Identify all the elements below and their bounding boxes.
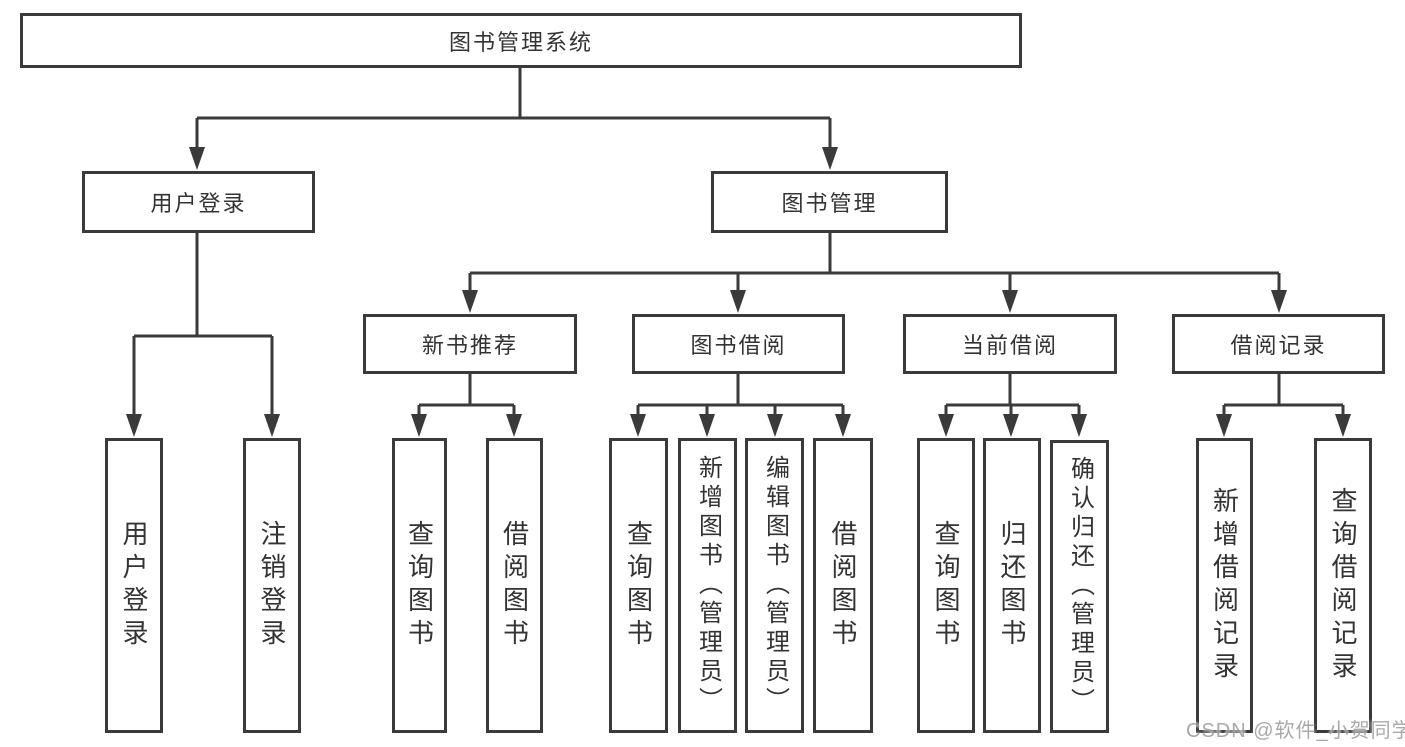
node-current-borrowing-label: 当前借阅 [961, 333, 1058, 358]
node-leaf-query-borrow-record: 查询借阅记录 [1314, 438, 1372, 733]
node-leaf-query-books-current-label: 查询图书 [931, 519, 961, 652]
node-leaf-query-borrow-record-label: 查询借阅记录 [1328, 486, 1358, 685]
node-new-book-recommendation-label: 新书推荐 [421, 333, 518, 358]
node-leaf-confirm-return-admin: 确认归还（管理员） [1050, 440, 1109, 733]
node-leaf-logout-label: 注销登录 [257, 519, 287, 652]
node-new-book-recommendation: 新书推荐 [363, 314, 577, 374]
node-leaf-add-books-admin: 新增图书（管理员） [678, 438, 737, 733]
node-leaf-borrow-books-recommend-label: 借阅图书 [499, 519, 530, 652]
watermark: CSDN @软件_小贺同学 [1186, 720, 1405, 742]
node-leaf-edit-books-admin: 编辑图书（管理员） [745, 438, 804, 733]
node-leaf-edit-books-admin-label: 编辑图书（管理员） [761, 455, 789, 716]
node-leaf-user-login-label: 用户登录 [119, 519, 149, 652]
node-leaf-add-books-admin-label: 新增图书（管理员） [694, 455, 722, 716]
node-borrowing-records: 借阅记录 [1172, 314, 1385, 374]
node-user-login: 用户登录 [82, 171, 315, 233]
node-book-borrowing: 图书借阅 [632, 314, 845, 374]
node-leaf-add-borrow-record-label: 新增借阅记录 [1209, 486, 1240, 685]
node-borrowing-records-label: 借阅记录 [1230, 333, 1327, 358]
node-leaf-logout: 注销登录 [243, 438, 301, 733]
node-user-login-label: 用户登录 [150, 191, 247, 216]
node-book-borrowing-label: 图书借阅 [690, 333, 787, 358]
node-leaf-add-borrow-record: 新增借阅记录 [1196, 438, 1253, 733]
node-leaf-query-books-recommend: 查询图书 [392, 438, 447, 733]
node-leaf-user-login: 用户登录 [105, 438, 163, 733]
node-current-borrowing: 当前借阅 [903, 314, 1117, 374]
node-leaf-query-books-current: 查询图书 [917, 438, 975, 733]
arrowhead-icons [126, 147, 1351, 437]
node-leaf-borrow-books-label: 借阅图书 [828, 519, 858, 652]
node-book-management: 图书管理 [711, 171, 948, 233]
node-library-management-system-label: 图书管理系统 [448, 29, 593, 55]
node-leaf-confirm-return-admin-label: 确认归还（管理员） [1066, 456, 1094, 717]
node-leaf-query-books-borrow: 查询图书 [609, 438, 668, 733]
node-leaf-return-books: 归还图书 [983, 438, 1041, 733]
node-book-management-label: 图书管理 [781, 191, 878, 216]
node-leaf-query-books-borrow-label: 查询图书 [623, 519, 654, 652]
node-leaf-return-books-label: 归还图书 [997, 519, 1027, 652]
node-leaf-borrow-books-recommend: 借阅图书 [486, 438, 543, 733]
node-leaf-borrow-books: 借阅图书 [813, 438, 873, 733]
node-library-management-system: 图书管理系统 [20, 13, 1022, 68]
node-leaf-query-books-recommend-label: 查询图书 [404, 519, 435, 652]
